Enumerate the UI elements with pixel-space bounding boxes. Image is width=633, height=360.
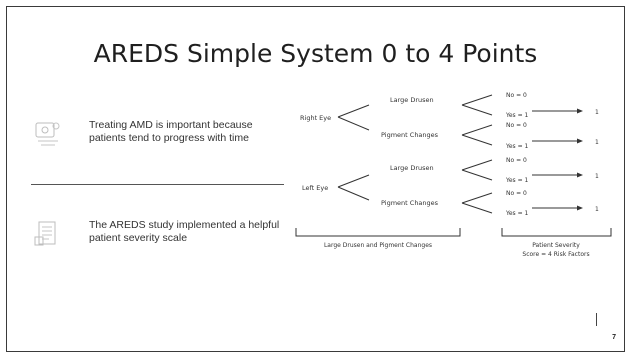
bullet-text-2: The AREDS study implemented a helpful pa… [89,219,280,244]
page-number: 7 [612,334,616,341]
arrow-head-1 [577,108,583,114]
point-value-1: 1 [595,109,599,116]
arrow-head-4 [577,205,583,211]
no-label-2: No = 0 [506,122,527,129]
right-pigment-label: Pigment Changes [381,131,439,139]
no-label-1: No = 0 [506,92,527,99]
left-pigment-label: Pigment Changes [381,199,439,207]
right-eye-label: Right Eye [300,114,331,122]
document-scale-icon [34,221,56,246]
yes-label-3: Yes = 1 [505,177,529,184]
yes-label-1: Yes = 1 [505,112,529,119]
point-value-2: 1 [595,139,599,146]
arrow-head-2 [577,138,583,144]
bracket-left-label: Large Drusen and Pigment Changes [324,242,432,249]
no-label-3: No = 0 [506,157,527,164]
severity-diagram: Right Eye Left Eye Large Drusen Pigment … [295,92,612,258]
point-value-3: 1 [595,173,599,180]
text-cursor-mark [596,313,597,326]
left-eye-label: Left Eye [302,184,328,192]
arrow-head-3 [577,172,583,178]
slide-title: AREDS Simple System 0 to 4 Points [93,39,538,68]
bullet-text-1: Treating AMD is important because patien… [89,119,253,144]
slide: AREDS Simple System 0 to 4 Points Treati… [6,6,625,352]
no-label-4: No = 0 [506,190,527,197]
point-value-4: 1 [595,206,599,213]
right-large-drusen-label: Large Drusen [390,96,434,104]
divider-line [31,184,284,185]
bracket-right-label-2: Score = 4 Risk Factors [522,251,589,258]
bracket-right-label-1: Patient Severity [532,242,580,249]
yes-label-4: Yes = 1 [505,210,529,217]
patient-eye-icon [35,122,60,146]
left-large-drusen-label: Large Drusen [390,164,434,172]
yes-label-2: Yes = 1 [505,143,529,150]
